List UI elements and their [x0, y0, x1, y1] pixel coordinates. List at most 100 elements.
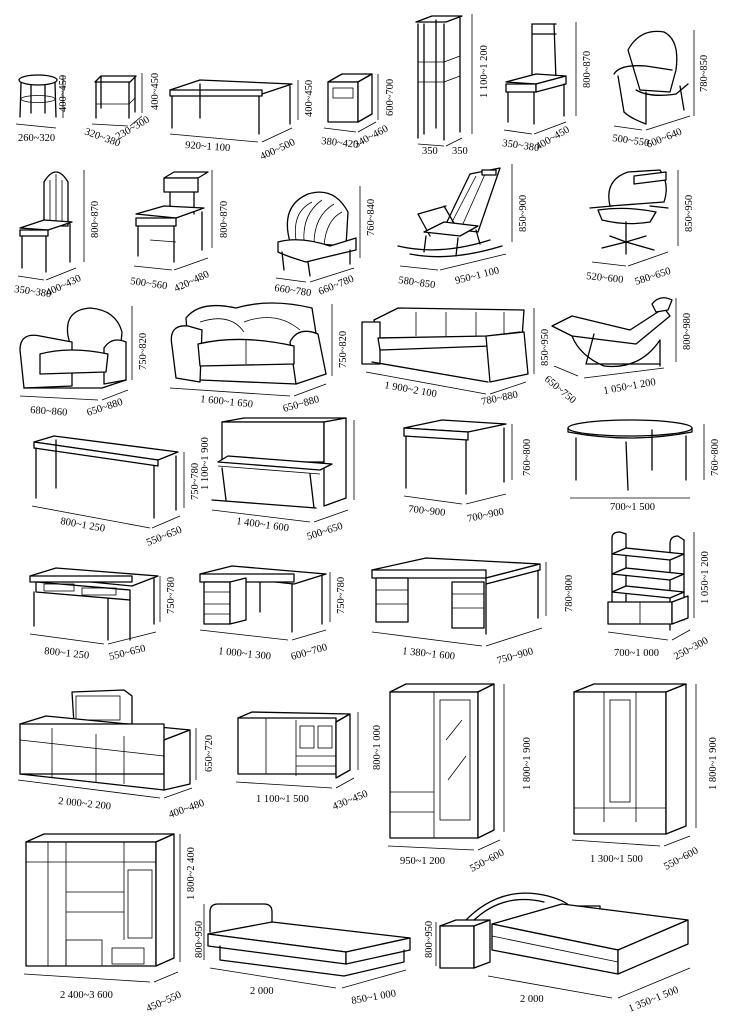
club-armchair-height: 750~820 [138, 333, 149, 370]
side-table-depth: 340~460 [352, 123, 390, 150]
square-stool-height: 400~450 [150, 73, 161, 110]
writing-desk: 750~780 800~1 250 550~650 [29, 567, 177, 663]
shelving-unit: 1 050~1 200 700~1 000 250~300 [607, 531, 711, 663]
desk-chair-height: 800~870 [219, 201, 230, 238]
mirror-wardrobe: 1 800~1 900 950~1 200 550~600 [387, 683, 533, 875]
plant-stand-height: 1 100~1 200 [479, 45, 490, 98]
wall-unit: 1 800~2 400 2 400~3 600 450~550 [23, 833, 197, 1015]
desk-chair-width: 500~560 [130, 276, 168, 292]
three-seat-sofa-length: 1 900~2 100 [383, 380, 437, 400]
low-sideboard: 800~1 000 1 100~1 500 430~450 [235, 711, 383, 813]
writing-desk-height: 750~780 [166, 577, 177, 614]
executive-desk-height: 780~800 [564, 575, 575, 612]
square-table-height: 760~800 [522, 439, 533, 476]
piano: 1 100~1 900 1 400~1 600 500~650 [200, 417, 355, 543]
writing-desk-length: 800~1 250 [44, 646, 90, 662]
side-table: 600~700 380~420 340~460 [321, 73, 396, 151]
plant-stand: 1 100~1 200 350 350 [415, 14, 490, 157]
mirror-wardrobe-width: 950~1 200 [400, 856, 445, 867]
chaise-longue-height: 800~980 [682, 313, 693, 350]
side-chair-depth: 400~450 [534, 124, 572, 152]
desk-chair-depth: 420~480 [173, 269, 211, 295]
coffee-table-length: 920~1 100 [185, 140, 231, 154]
two-seat-sofa-length: 1 600~1 650 [200, 394, 254, 410]
tv-cabinet-height: 650~720 [204, 735, 215, 772]
rocking-chair-depth: 950~1 100 [454, 265, 500, 287]
wicker-chair: 760~840 660~780 660~780 [274, 186, 377, 299]
armchair-depth: 600~640 [645, 127, 684, 151]
wicker-chair-height: 760~840 [366, 199, 377, 236]
armchair-height: 780~850 [699, 55, 710, 92]
double-bed-width: 1 350~1 500 [627, 985, 680, 1015]
tv-cabinet: 650~720 2 000~2 200 400~480 [17, 689, 215, 821]
pedestal-desk: 750~780 1 000~1 300 600~700 [199, 565, 347, 663]
mirror-wardrobe-depth: 550~600 [468, 847, 506, 874]
single-bed: 800~950 2 000 850~1 000 [194, 903, 411, 1007]
two-seat-sofa-height: 750~820 [338, 331, 349, 368]
round-table-height: 760~800 [710, 439, 721, 476]
three-door-wardrobe-width: 1 300~1 500 [590, 854, 643, 865]
console-table-height: 750~780 [190, 463, 201, 500]
square-stool-depth: 230~300 [114, 114, 152, 142]
side-chair: 800~870 350~380 400~450 [502, 22, 593, 154]
plant-stand-depth: 350 [452, 146, 468, 157]
shelving-unit-depth: 250~300 [672, 635, 710, 662]
single-bed-width: 850~1 000 [351, 988, 397, 1007]
double-bed: 800~950 2 000 1 350~1 500 [424, 892, 691, 1015]
mirror-wardrobe-height: 1 800~1 900 [522, 737, 533, 790]
three-seat-sofa: 850~950 1 900~2 100 780~880 [361, 307, 551, 408]
writing-desk-depth: 550~650 [108, 643, 147, 663]
side-chair-width: 350~380 [502, 138, 540, 154]
tall-back-chair-height: 800~870 [90, 201, 101, 238]
pedestal-desk-height: 750~780 [336, 577, 347, 614]
office-chair-width: 520~600 [586, 271, 624, 286]
rocking-chair-width: 580~850 [398, 275, 436, 291]
round-stool-diameter: 260~320 [18, 133, 55, 144]
pedestal-desk-depth: 600~700 [290, 642, 329, 663]
wicker-chair-depth: 660~780 [317, 274, 356, 298]
pedestal-desk-length: 1 000~1 300 [218, 646, 272, 662]
double-bed-height: 800~950 [424, 921, 435, 958]
chaise-longue-length: 1 050~1 200 [603, 377, 657, 397]
armchair: 780~850 500~550 600~640 [612, 30, 710, 151]
side-table-height: 600~700 [385, 79, 396, 116]
tall-back-chair-width: 350~380 [14, 284, 52, 300]
tv-cabinet-length: 2 000~2 200 [58, 796, 112, 812]
console-table-depth: 550~650 [145, 525, 184, 549]
wicker-chair-width: 660~780 [274, 283, 312, 299]
executive-desk-length: 1 380~1 600 [402, 646, 456, 662]
low-sideboard-height: 800~1 000 [372, 725, 383, 770]
tv-cabinet-depth: 400~480 [167, 798, 206, 821]
executive-desk: 780~800 1 380~1 600 750~900 [371, 557, 575, 667]
console-table: 750~780 800~1 250 550~650 [31, 435, 201, 549]
desk-chair: 800~870 500~560 420~480 [130, 170, 230, 295]
three-door-wardrobe: 1 800~1 900 1 300~1 500 550~600 [571, 683, 719, 873]
single-bed-length: 2 000 [250, 986, 274, 997]
office-chair: 850~950 520~600 580~650 [586, 169, 695, 288]
coffee-table: 400~450 920~1 100 400~500 [169, 79, 315, 163]
double-bed-length: 2 000 [520, 994, 544, 1005]
piano-depth: 500~650 [306, 521, 345, 543]
wall-unit-depth: 450~550 [145, 990, 183, 1015]
wall-unit-length: 2 400~3 600 [60, 990, 113, 1001]
club-armchair-depth: 650~880 [86, 397, 125, 419]
side-table-width: 380~420 [321, 136, 359, 151]
three-door-wardrobe-depth: 550~600 [662, 845, 700, 872]
low-sideboard-length: 1 100~1 500 [256, 794, 309, 805]
tall-back-chair-depth: 400~430 [45, 273, 83, 299]
square-stool: 400~450 320~380 230~300 [83, 73, 161, 150]
three-seat-sofa-height: 850~950 [540, 329, 551, 366]
two-seat-sofa-depth: 650~880 [282, 394, 321, 415]
two-seat-sofa: 750~820 1 600~1 650 650~880 [169, 302, 349, 415]
chaise-longue: 800~980 650~750 1 050~1 200 [542, 297, 693, 406]
shelving-unit-width: 700~1 000 [614, 648, 659, 659]
wall-unit-height: 1 800~2 400 [186, 847, 197, 900]
round-stool-height: 400~450 [58, 75, 69, 112]
round-table: 760~800 700~1 500 [567, 419, 721, 513]
tall-back-chair: 800~870 350~380 400~430 [14, 170, 101, 300]
club-armchair-width: 680~860 [30, 405, 68, 419]
three-door-wardrobe-height: 1 800~1 900 [708, 737, 719, 790]
office-chair-height: 850~950 [684, 195, 695, 232]
square-table: 760~800 700~900 700~900 [403, 419, 533, 525]
